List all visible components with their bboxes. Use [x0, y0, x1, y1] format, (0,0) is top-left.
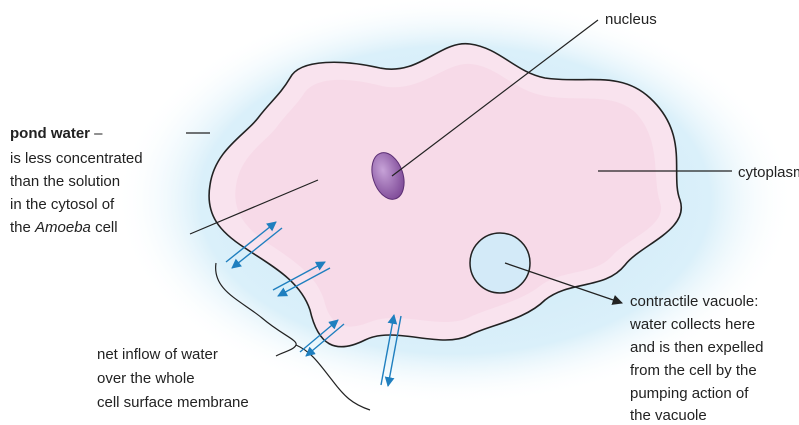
- vacuole-line2: water collects here: [629, 316, 755, 333]
- contractile-vacuole: [470, 233, 530, 293]
- pond-water-line5-post: cell: [91, 219, 118, 236]
- pond-water-line5: the Amoeba cell: [10, 219, 118, 236]
- pond-water-title: pond water: [10, 125, 90, 142]
- pond-water-line2: is less concentrated: [10, 150, 143, 167]
- vacuole-line6: the vacuole: [630, 407, 707, 424]
- inflow-line2: over the whole: [97, 370, 195, 387]
- pond-water-line3: than the solution: [10, 173, 120, 190]
- inflow-line1: net inflow of water: [97, 346, 218, 363]
- nucleus-label: nucleus: [605, 11, 657, 28]
- pond-water-label: pond water –: [10, 125, 103, 142]
- vacuole-line3: and is then expelled: [630, 339, 763, 356]
- pond-water-line5-italic: Amoeba: [34, 219, 91, 236]
- pond-water-dash: –: [90, 125, 103, 142]
- vacuole-line5: pumping action of: [630, 385, 749, 402]
- pond-water-line5-pre: the: [10, 219, 35, 236]
- cytoplasm-label: cytoplasm: [738, 164, 799, 181]
- vacuole-line1: contractile vacuole:: [630, 293, 758, 310]
- vacuole-line4: from the cell by the: [630, 362, 757, 379]
- inflow-line3: cell surface membrane: [97, 394, 249, 411]
- pond-water-line4: in the cytosol of: [10, 196, 115, 213]
